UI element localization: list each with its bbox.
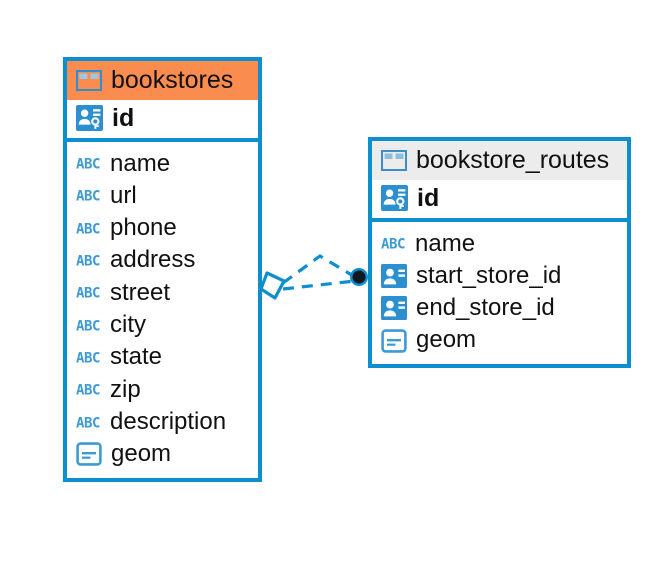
field-label-geom: geom (111, 440, 172, 468)
text-type-icon: ABC (76, 383, 100, 397)
field-row-name[interactable]: ABC name (372, 228, 627, 260)
text-type-icon: ABC (76, 351, 100, 365)
svg-text:ABC: ABC (76, 189, 100, 203)
svg-text:ABC: ABC (76, 221, 100, 235)
primary-key-icon (76, 105, 103, 132)
relationship-target-handle[interactable] (350, 268, 368, 286)
svg-text:ABC: ABC (76, 383, 100, 397)
svg-text:ABC: ABC (76, 415, 100, 429)
text-type-icon: ABC (76, 415, 100, 429)
field-row-city[interactable]: ABC city (67, 309, 258, 341)
text-type-icon: ABC (76, 221, 100, 235)
field-row-primary-key[interactable]: id (372, 180, 627, 222)
field-label-name: name (415, 229, 476, 257)
field-label-description: description (110, 408, 227, 435)
field-row-zip[interactable]: ABC zip (67, 374, 258, 406)
field-row-end-store-id[interactable]: end_store_id (372, 292, 627, 324)
field-label-city: city (110, 311, 146, 339)
field-list-bookstore-routes: ABC name start_store_id (372, 221, 627, 364)
svg-text:ABC: ABC (76, 157, 100, 171)
svg-text:ABC: ABC (76, 351, 100, 365)
field-row-description[interactable]: ABC description (67, 406, 258, 438)
field-row-start-store-id[interactable]: start_store_id (372, 260, 627, 292)
foreign-key-icon (381, 296, 407, 321)
relationship-line-lower (282, 279, 356, 291)
field-row-url[interactable]: ABC url (67, 180, 258, 212)
entity-table-bookstores[interactable]: bookstores id ABC name (63, 57, 262, 482)
field-label-end-store-id: end_store_id (416, 294, 555, 322)
field-label-geom: geom (416, 326, 477, 354)
table-grid-icon (381, 149, 407, 171)
text-type-icon: ABC (76, 157, 100, 171)
relationship-source-diamond[interactable] (259, 271, 286, 300)
field-label-state: state (110, 343, 163, 371)
foreign-key-icon (381, 263, 407, 288)
text-type-icon: ABC (381, 237, 405, 251)
table-grid-icon (76, 69, 102, 91)
entity-header-bookstores[interactable]: bookstores (67, 61, 258, 101)
field-row-address[interactable]: ABC address (67, 244, 258, 276)
text-type-icon: ABC (76, 286, 100, 300)
relationship-line-upper (282, 254, 356, 285)
geometry-type-icon (381, 328, 407, 353)
entity-table-bookstore-routes[interactable]: bookstore_routes id ABC name (368, 137, 631, 368)
field-label-start-store-id: start_store_id (416, 261, 562, 289)
entity-title-bookstores: bookstores (111, 66, 234, 94)
field-row-geom[interactable]: geom (372, 324, 627, 356)
field-label-url: url (110, 181, 137, 209)
text-type-icon: ABC (76, 254, 100, 268)
svg-text:ABC: ABC (381, 237, 405, 251)
field-row-name[interactable]: ABC name (67, 148, 258, 180)
field-row-phone[interactable]: ABC phone (67, 212, 258, 244)
svg-text:ABC: ABC (76, 286, 100, 300)
geometry-type-icon (76, 442, 102, 467)
text-type-icon: ABC (76, 189, 100, 203)
svg-text:ABC: ABC (76, 318, 100, 332)
primary-key-icon (381, 185, 408, 212)
text-type-icon: ABC (76, 318, 100, 332)
entity-header-bookstore-routes[interactable]: bookstore_routes (372, 141, 627, 181)
svg-text:ABC: ABC (76, 254, 100, 268)
field-label-phone: phone (110, 214, 177, 242)
field-row-primary-key[interactable]: id (67, 100, 258, 142)
field-label-name: name (110, 149, 171, 177)
field-row-geom[interactable]: geom (67, 438, 258, 470)
field-label-street: street (110, 278, 171, 306)
field-list-bookstores: ABC name ABC url ABC phone ABC (67, 141, 258, 478)
entity-title-bookstore-routes: bookstore_routes (416, 146, 610, 174)
field-label-zip: zip (110, 375, 141, 403)
field-label-address: address (110, 246, 196, 274)
field-label-id: id (112, 104, 135, 133)
field-label-id: id (417, 184, 440, 213)
field-row-state[interactable]: ABC state (67, 341, 258, 373)
field-row-street[interactable]: ABC street (67, 277, 258, 309)
